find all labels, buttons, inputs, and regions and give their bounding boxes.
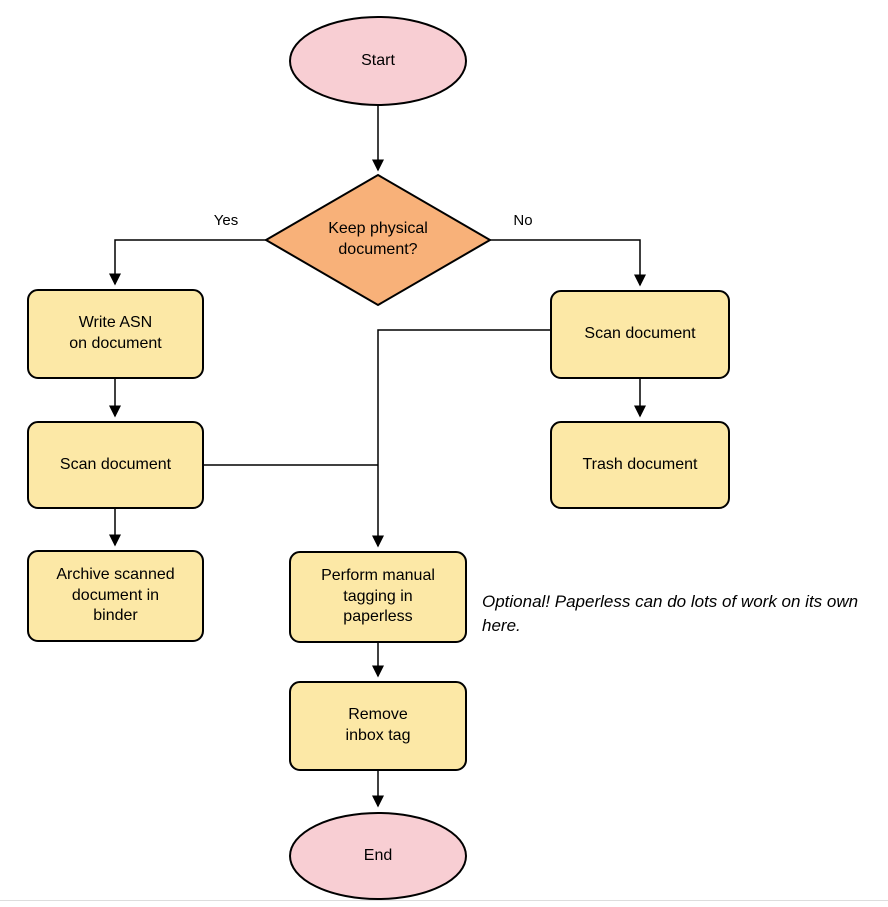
end-node-shape — [289, 812, 467, 900]
edge-decision-yes-to-write-asn — [109, 239, 266, 286]
scan-right-node-label: Scan document — [584, 325, 696, 343]
trash-node-shape — [550, 421, 730, 509]
decision-node-label: Keep physical document? — [328, 220, 428, 258]
page-edge-line — [0, 900, 888, 901]
trash-node-label: Trash document — [582, 455, 698, 473]
write-asn-node-label: Write ASN on document — [69, 314, 162, 352]
scan-right-node-shape — [550, 290, 730, 379]
tagging-node-label: Perform manual tagging in paperless — [321, 566, 435, 626]
start-node-shape — [289, 16, 467, 106]
decision-node-shape — [264, 173, 492, 307]
optional-annotation-text: Optional! Paperless can do lots of work … — [482, 592, 859, 636]
start-node-label: Start — [361, 51, 395, 69]
edge-scan-right-to-tagging — [372, 329, 551, 548]
tagging-node-shape — [289, 551, 467, 643]
scan-left-node-shape — [27, 421, 204, 509]
remove-inbox-node-shape — [289, 681, 467, 771]
end-node-label: End — [363, 846, 393, 864]
edge-decision-no-to-scan-right — [490, 239, 646, 287]
remove-inbox-node-label: Remove inbox tag — [345, 706, 411, 744]
yes-branch-label: Yes — [213, 211, 239, 229]
no-branch-label: No — [513, 211, 533, 229]
archive-node-label: Archive scanned document in binder — [56, 565, 175, 625]
write-asn-node-shape — [27, 289, 204, 379]
scan-left-node-label: Scan document — [59, 455, 172, 473]
archive-node-shape — [27, 550, 204, 642]
